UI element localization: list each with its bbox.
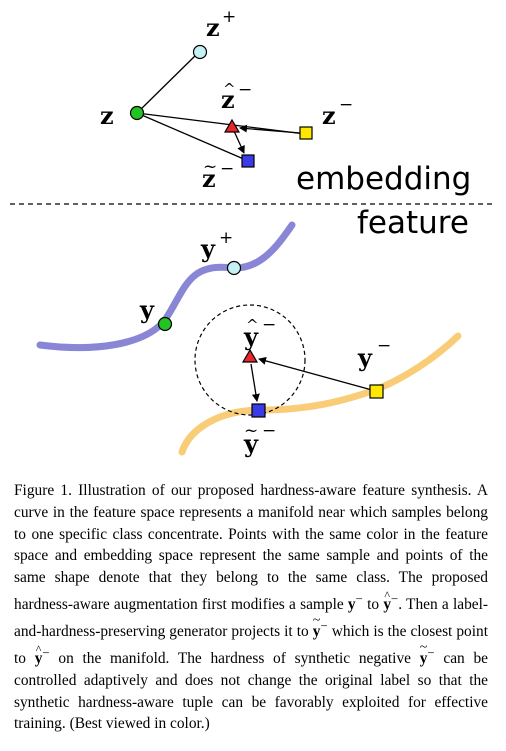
label-y-plus: y [200, 234, 216, 263]
label-y-hat-minus-sup: − [262, 315, 276, 335]
arrow-yminus-to-yhat [258, 356, 373, 391]
arrow-zhat-to-ztilde [233, 130, 245, 154]
caption-suffix: can be controlled adaptively and does no… [14, 649, 488, 733]
caption-minus-4: − [42, 645, 50, 660]
label-feature: feature [357, 205, 469, 241]
arrow-zminus-to-zhat [239, 124, 301, 134]
manifold-curve-positive [36, 221, 296, 352]
label-y-hat-accent: ^ [246, 316, 259, 334]
y-minus-point [369, 384, 384, 399]
manifold-curve-negative [178, 332, 462, 456]
label-z-plus-sup: + [222, 7, 236, 27]
caption-on-manifold: on the manifold. The hardness of synthet… [58, 649, 411, 667]
label-y: y [139, 295, 155, 324]
caption-minus-2: − [391, 591, 399, 606]
label-z-minus-sup: − [339, 95, 353, 115]
label-z: z [100, 101, 114, 130]
hardness-aware-synthesis-diagram: z + z z ^ − z − z ~ − embedding feature … [10, 7, 494, 458]
caption-minus-1: − [355, 591, 363, 606]
caption-sym-y-tilde-2: y [420, 637, 428, 670]
z-anchor-point [129, 105, 145, 121]
label-z-plus: z [206, 13, 220, 42]
hardness-region [194, 304, 306, 416]
caption-prefix: Figure 1. Illustration of our proposed h… [14, 482, 488, 614]
z-tilde-minus-point [241, 154, 255, 168]
label-z-hat-minus: z [221, 85, 235, 114]
label-z-minus: z [322, 101, 336, 130]
label-y-minus-sup: − [377, 336, 391, 356]
caption-minus-5: − [427, 645, 435, 660]
caption-then: . Then a label-and-hardness-preserving g… [14, 596, 488, 641]
caption-minus-3: − [320, 618, 328, 633]
z-plus-point [192, 44, 208, 60]
y-anchor-point [157, 316, 173, 332]
caption-to: to [367, 596, 380, 614]
caption-sym-y-hat-2: y [35, 639, 43, 670]
caption-sym-y-tilde: y [313, 610, 321, 643]
figure-caption: Figure 1. Illustration of our proposed h… [14, 480, 488, 735]
label-y-hat-minus: y [243, 322, 259, 351]
label-embedding: embedding [296, 161, 471, 197]
label-z-hat-accent: ^ [223, 80, 236, 98]
label-y-tilde-minus-sup: − [262, 421, 276, 441]
label-z-tilde-accent: ~ [203, 157, 217, 177]
z-minus-point [299, 126, 313, 140]
label-y-plus-sup: + [219, 228, 233, 248]
caption-which-is: which is the closest point to [14, 623, 488, 667]
z-hat-minus-point [223, 118, 241, 133]
label-z-tilde-minus: z [202, 164, 216, 193]
caption-sym-y-hat: y [383, 585, 391, 616]
label-y-tilde-minus: y [243, 429, 259, 458]
edge-z-to-zplus [136, 51, 200, 114]
label-z-tilde-minus-sup: − [220, 159, 234, 179]
edge-z-to-ztilde [136, 112, 247, 161]
label-z-hat-minus-sup: − [238, 80, 252, 100]
y-tilde-minus-point [251, 403, 266, 418]
y-plus-point [226, 260, 242, 276]
label-y-tilde-accent: ~ [244, 421, 258, 441]
caption-sym-y-minus: y [347, 596, 356, 614]
y-hat-minus-point [241, 348, 259, 363]
label-y-minus: y [357, 343, 373, 372]
arrow-yhat-to-ytilde [250, 363, 260, 402]
